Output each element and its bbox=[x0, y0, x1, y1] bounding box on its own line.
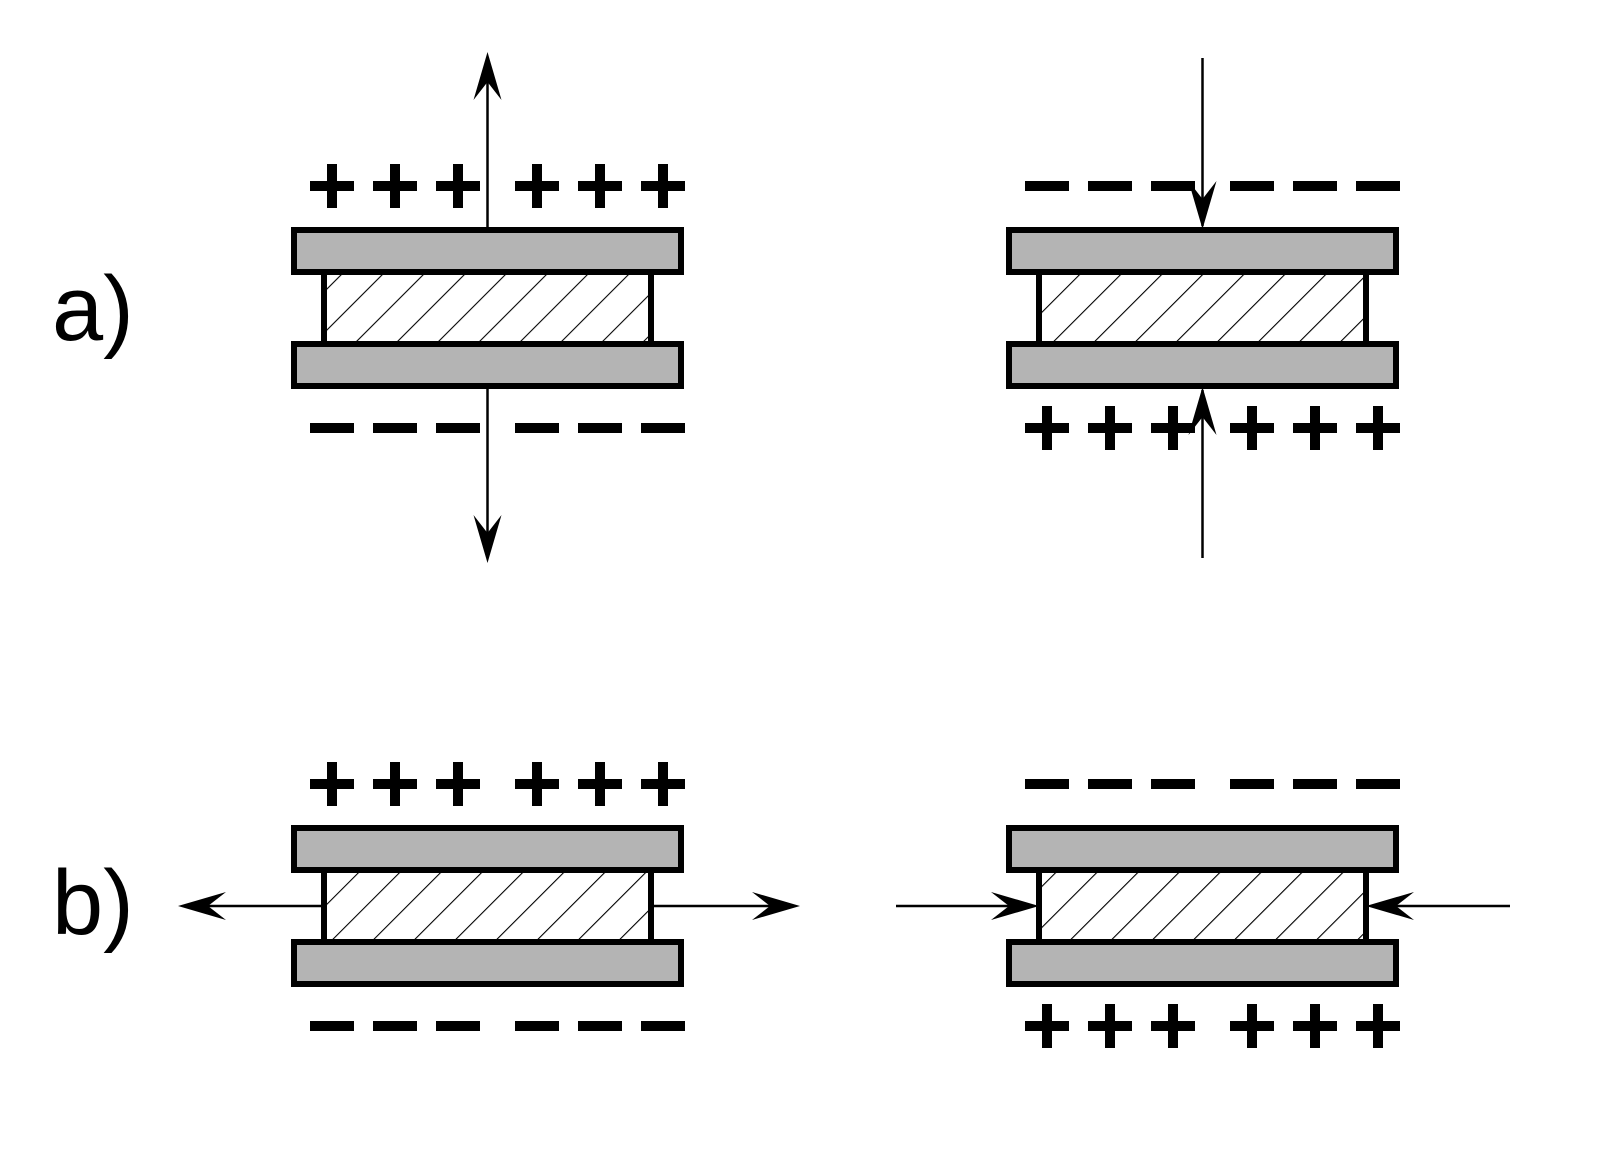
minus-sign bbox=[436, 1021, 480, 1031]
panel-thickness-1 bbox=[1006, 58, 1400, 558]
arrow-up-icon bbox=[1188, 387, 1217, 435]
row-label-a: a) bbox=[52, 258, 134, 360]
row-label-b: b) bbox=[52, 852, 134, 954]
plus-sign bbox=[390, 762, 400, 806]
arrow-up-icon bbox=[473, 52, 502, 100]
plus-sign bbox=[327, 762, 337, 806]
minus-sign bbox=[1025, 181, 1069, 191]
plus-sign bbox=[532, 164, 542, 208]
plus-sign bbox=[1373, 1004, 1383, 1048]
minus-sign bbox=[1356, 181, 1400, 191]
minus-sign bbox=[373, 1021, 417, 1031]
plus-sign bbox=[1042, 406, 1052, 450]
minus-sign bbox=[1088, 181, 1132, 191]
plus-sign bbox=[1247, 1004, 1257, 1048]
bottom-charges-group bbox=[310, 1021, 685, 1031]
minus-sign bbox=[578, 423, 622, 433]
minus-sign bbox=[641, 1021, 685, 1031]
arrow-down-icon bbox=[473, 515, 502, 563]
panel-lateral-0 bbox=[178, 762, 800, 1031]
arrow-left-icon bbox=[178, 892, 226, 920]
plus-sign bbox=[1373, 406, 1383, 450]
crystal-hatching bbox=[1042, 275, 1363, 341]
plus-sign bbox=[1168, 406, 1178, 450]
bottom-charges-group bbox=[310, 423, 685, 433]
minus-sign bbox=[1293, 181, 1337, 191]
plus-sign bbox=[1105, 406, 1115, 450]
plus-sign bbox=[453, 762, 463, 806]
top-charges-group bbox=[1025, 779, 1400, 789]
minus-sign bbox=[310, 1021, 354, 1031]
bottom-electrode bbox=[1006, 939, 1399, 987]
minus-sign bbox=[1151, 779, 1195, 789]
minus-sign bbox=[1025, 779, 1069, 789]
bottom-electrode bbox=[291, 939, 684, 987]
crystal-hatching bbox=[1042, 873, 1363, 939]
minus-sign bbox=[515, 1021, 559, 1031]
bottom-charges-group bbox=[1025, 1004, 1400, 1048]
minus-sign bbox=[1088, 779, 1132, 789]
top-electrode bbox=[1006, 825, 1399, 873]
minus-sign bbox=[1293, 779, 1337, 789]
minus-sign bbox=[515, 423, 559, 433]
bottom-charges-group bbox=[1025, 406, 1400, 450]
minus-sign bbox=[641, 423, 685, 433]
top-charges-group bbox=[310, 762, 685, 806]
minus-sign bbox=[578, 1021, 622, 1031]
crystal-hatching bbox=[327, 873, 648, 939]
plus-sign bbox=[595, 164, 605, 208]
minus-sign bbox=[373, 423, 417, 433]
plus-sign bbox=[1105, 1004, 1115, 1048]
plus-sign bbox=[1042, 1004, 1052, 1048]
plus-sign bbox=[1247, 406, 1257, 450]
top-charges-group bbox=[1025, 181, 1400, 191]
crystal-hatching bbox=[327, 275, 648, 341]
top-electrode bbox=[1006, 227, 1399, 275]
bottom-electrode bbox=[1006, 341, 1399, 389]
plus-sign bbox=[453, 164, 463, 208]
plus-sign bbox=[390, 164, 400, 208]
minus-sign bbox=[310, 423, 354, 433]
arrow-right-icon bbox=[991, 892, 1039, 920]
plus-sign bbox=[595, 762, 605, 806]
plus-sign bbox=[1310, 406, 1320, 450]
plus-sign bbox=[658, 164, 668, 208]
minus-sign bbox=[1230, 779, 1274, 789]
plus-sign bbox=[1310, 1004, 1320, 1048]
minus-sign bbox=[436, 423, 480, 433]
top-electrode bbox=[291, 227, 684, 275]
plus-sign bbox=[532, 762, 542, 806]
minus-sign bbox=[1230, 181, 1274, 191]
plus-sign bbox=[1168, 1004, 1178, 1048]
arrow-left-icon bbox=[1366, 892, 1414, 920]
top-electrode bbox=[291, 825, 684, 873]
panel-lateral-1 bbox=[896, 779, 1510, 1048]
bottom-electrode bbox=[291, 341, 684, 389]
plus-sign bbox=[658, 762, 668, 806]
panel-thickness-0 bbox=[291, 52, 685, 563]
arrow-down-icon bbox=[1188, 181, 1217, 229]
top-charges-group bbox=[310, 164, 685, 208]
minus-sign bbox=[1151, 181, 1195, 191]
arrow-right-icon bbox=[752, 892, 800, 920]
plus-sign bbox=[327, 164, 337, 208]
minus-sign bbox=[1356, 779, 1400, 789]
